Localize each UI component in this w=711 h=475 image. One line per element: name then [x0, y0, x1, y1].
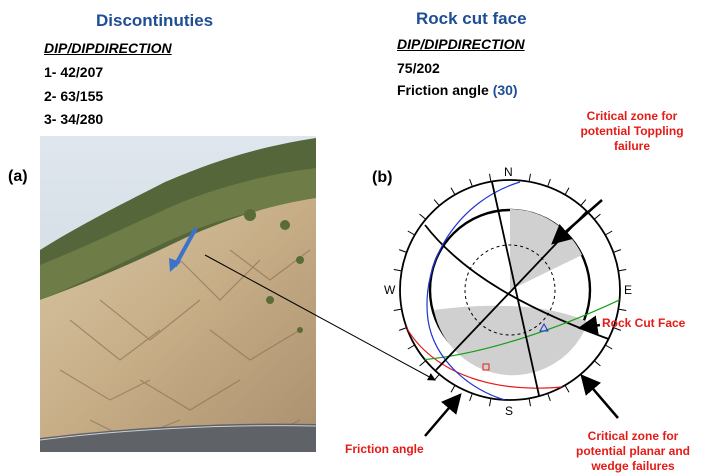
stereonet-tick [547, 178, 551, 187]
stereonet-tick [469, 178, 473, 187]
inner-dashed-circle [464, 244, 556, 336]
stereonet-tick [398, 249, 407, 253]
friction-angle-annotation-label: Friction angle [345, 442, 424, 456]
intersection-triangle-marker [539, 322, 549, 332]
toppling-annotation-arrow [551, 199, 603, 245]
stereonet: N S E W [384, 165, 632, 418]
rock-cut-face-subheading: DIP/DIPDIRECTION [397, 36, 525, 52]
toppling-critical-zone [510, 209, 582, 290]
friction-angle-label: Friction angle [397, 82, 489, 98]
stereonet-tick [450, 187, 456, 195]
friction-angle-line: Friction angle (30) [397, 82, 518, 98]
planar-wedge-annotation-arrow [580, 374, 619, 419]
stereonet-tick [393, 269, 402, 272]
photo-to-stereonet-arrow [204, 254, 436, 381]
stereonet-tick [605, 230, 613, 236]
dip-direction-arrow [173, 227, 198, 267]
stereonet-tick [419, 360, 427, 367]
stereonet-tick [489, 398, 492, 407]
compass-n: N [504, 165, 513, 179]
planar-wedge-label-line-2: potential planar and [575, 444, 690, 458]
stereonet-tick [489, 173, 492, 182]
stereonet-tick [407, 344, 415, 350]
panel-label-b: (b) [372, 169, 393, 186]
discontinuity-3-great-circle [426, 181, 521, 400]
discontinuities-heading: Discontinuties [96, 11, 214, 30]
stereonet-tick [613, 249, 622, 253]
stereonet-tick [528, 398, 531, 407]
rock-cut-photo [40, 136, 316, 452]
dip-direction-line [491, 181, 541, 400]
discontinuity-set-2: 2- 63/155 [44, 88, 104, 104]
toppling-label-line-3: failure [613, 139, 650, 153]
stereonet-tick [605, 344, 613, 350]
pole-square-marker [482, 363, 490, 371]
stereonet-tick [407, 230, 415, 236]
stereonet-tick [469, 393, 473, 402]
stereonet-tick [547, 393, 551, 402]
compass-s: S [505, 404, 513, 418]
stereonet-tick [564, 385, 570, 393]
friction-angle-value: (30) [492, 82, 518, 98]
stereonet-tick [564, 187, 570, 195]
stereonet-tick [398, 327, 407, 331]
dip-direction-arrowhead [169, 258, 181, 272]
stereonet-tick [450, 385, 456, 393]
stereonet-tick [593, 360, 601, 367]
rock-cut-face-heading: Rock cut face [416, 9, 527, 28]
stereonet-tick [593, 213, 601, 220]
planar-wedge-critical-zone [434, 305, 588, 376]
rock-cut-face-annotation-arrow [577, 315, 601, 336]
friction-angle-annotation-arrow [424, 393, 462, 437]
compass-w: W [384, 283, 396, 297]
stereonet-tick [618, 269, 627, 272]
toppling-label-line-1: Critical zone for [586, 109, 678, 123]
stereonet-tick [433, 199, 440, 207]
panel-label-a: (a) [8, 168, 28, 185]
rock-cut-face-label: Rock Cut Face [602, 316, 686, 330]
stereonet-tick [393, 308, 402, 311]
discontinuity-set-3: 3- 34/280 [44, 111, 104, 127]
stereonet-tick [613, 327, 622, 331]
planar-wedge-label-line-1: Critical zone for [587, 429, 679, 443]
compass-e: E [624, 283, 632, 297]
stereonet-tick [528, 173, 531, 182]
discontinuity-set-1: 1- 42/207 [44, 64, 104, 80]
toppling-zone-label: Critical zone for potential Toppling fai… [563, 109, 701, 154]
discontinuities-subheading: DIP/DIPDIRECTION [44, 40, 172, 56]
rock-cut-face-value: 75/202 [397, 60, 440, 76]
planar-wedge-label-line-3: wedge failures [591, 459, 675, 473]
toppling-label-line-2: potential Toppling [580, 124, 684, 138]
stereonet-tick [580, 199, 587, 207]
stereonet-tick [618, 308, 627, 311]
planar-wedge-zone-label: Critical zone for potential planar and w… [563, 429, 703, 474]
stereonet-tick [419, 213, 427, 220]
